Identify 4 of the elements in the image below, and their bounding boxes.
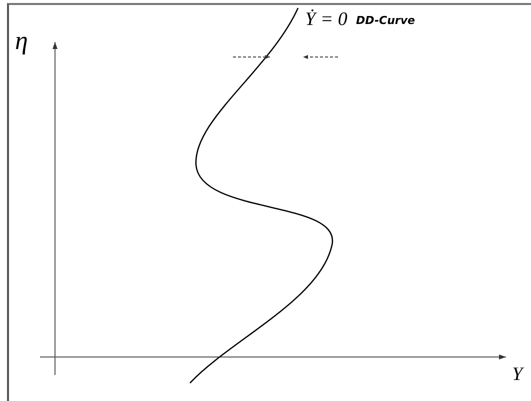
curve-name: DD-Curve	[356, 15, 415, 26]
axis-label: Y	[512, 365, 523, 384]
axis-label: η	[15, 28, 28, 54]
curve-label: Ẏ = 0	[305, 10, 348, 29]
